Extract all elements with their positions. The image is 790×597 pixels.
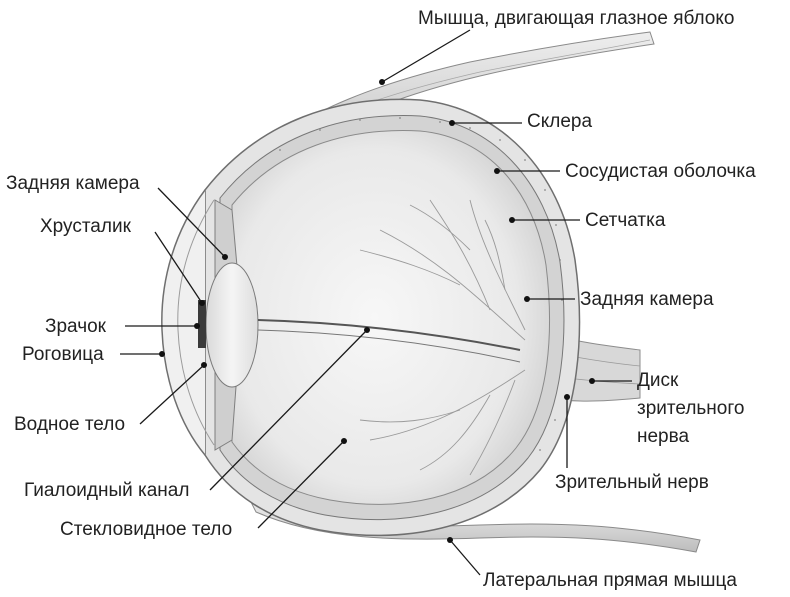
label-retina: Сетчатка: [585, 210, 666, 231]
label-optic-nerve: Зрительный нерв: [555, 472, 709, 493]
label-lateral-rectus: Латеральная прямая мышца: [483, 570, 737, 591]
label-posterior-chamber-left: Задняя камера: [6, 173, 140, 194]
label-pupil: Зрачок: [45, 316, 107, 337]
leader-lines: [120, 29, 632, 576]
label-vitreous: Стекловидное тело: [60, 519, 232, 540]
label-cornea: Роговица: [22, 344, 104, 365]
label-optic-disc-line3: нерва: [637, 426, 690, 447]
label-optic-disc-line1: Диск: [637, 370, 679, 391]
label-choroid: Сосудистая оболочка: [565, 161, 756, 182]
label-hyaloid-canal: Гиалоидный канал: [24, 480, 189, 501]
label-muscle-top: Мышца, двигающая глазное яблоко: [418, 8, 734, 29]
label-lens: Хрусталик: [40, 216, 132, 237]
label-aqueous: Водное тело: [14, 414, 125, 435]
eyeball-drawing: [161, 98, 581, 537]
label-posterior-chamber-right: Задняя камера: [580, 289, 714, 310]
label-optic-disc-line2: зрительного: [637, 398, 744, 419]
label-sclera: Склера: [527, 111, 592, 132]
